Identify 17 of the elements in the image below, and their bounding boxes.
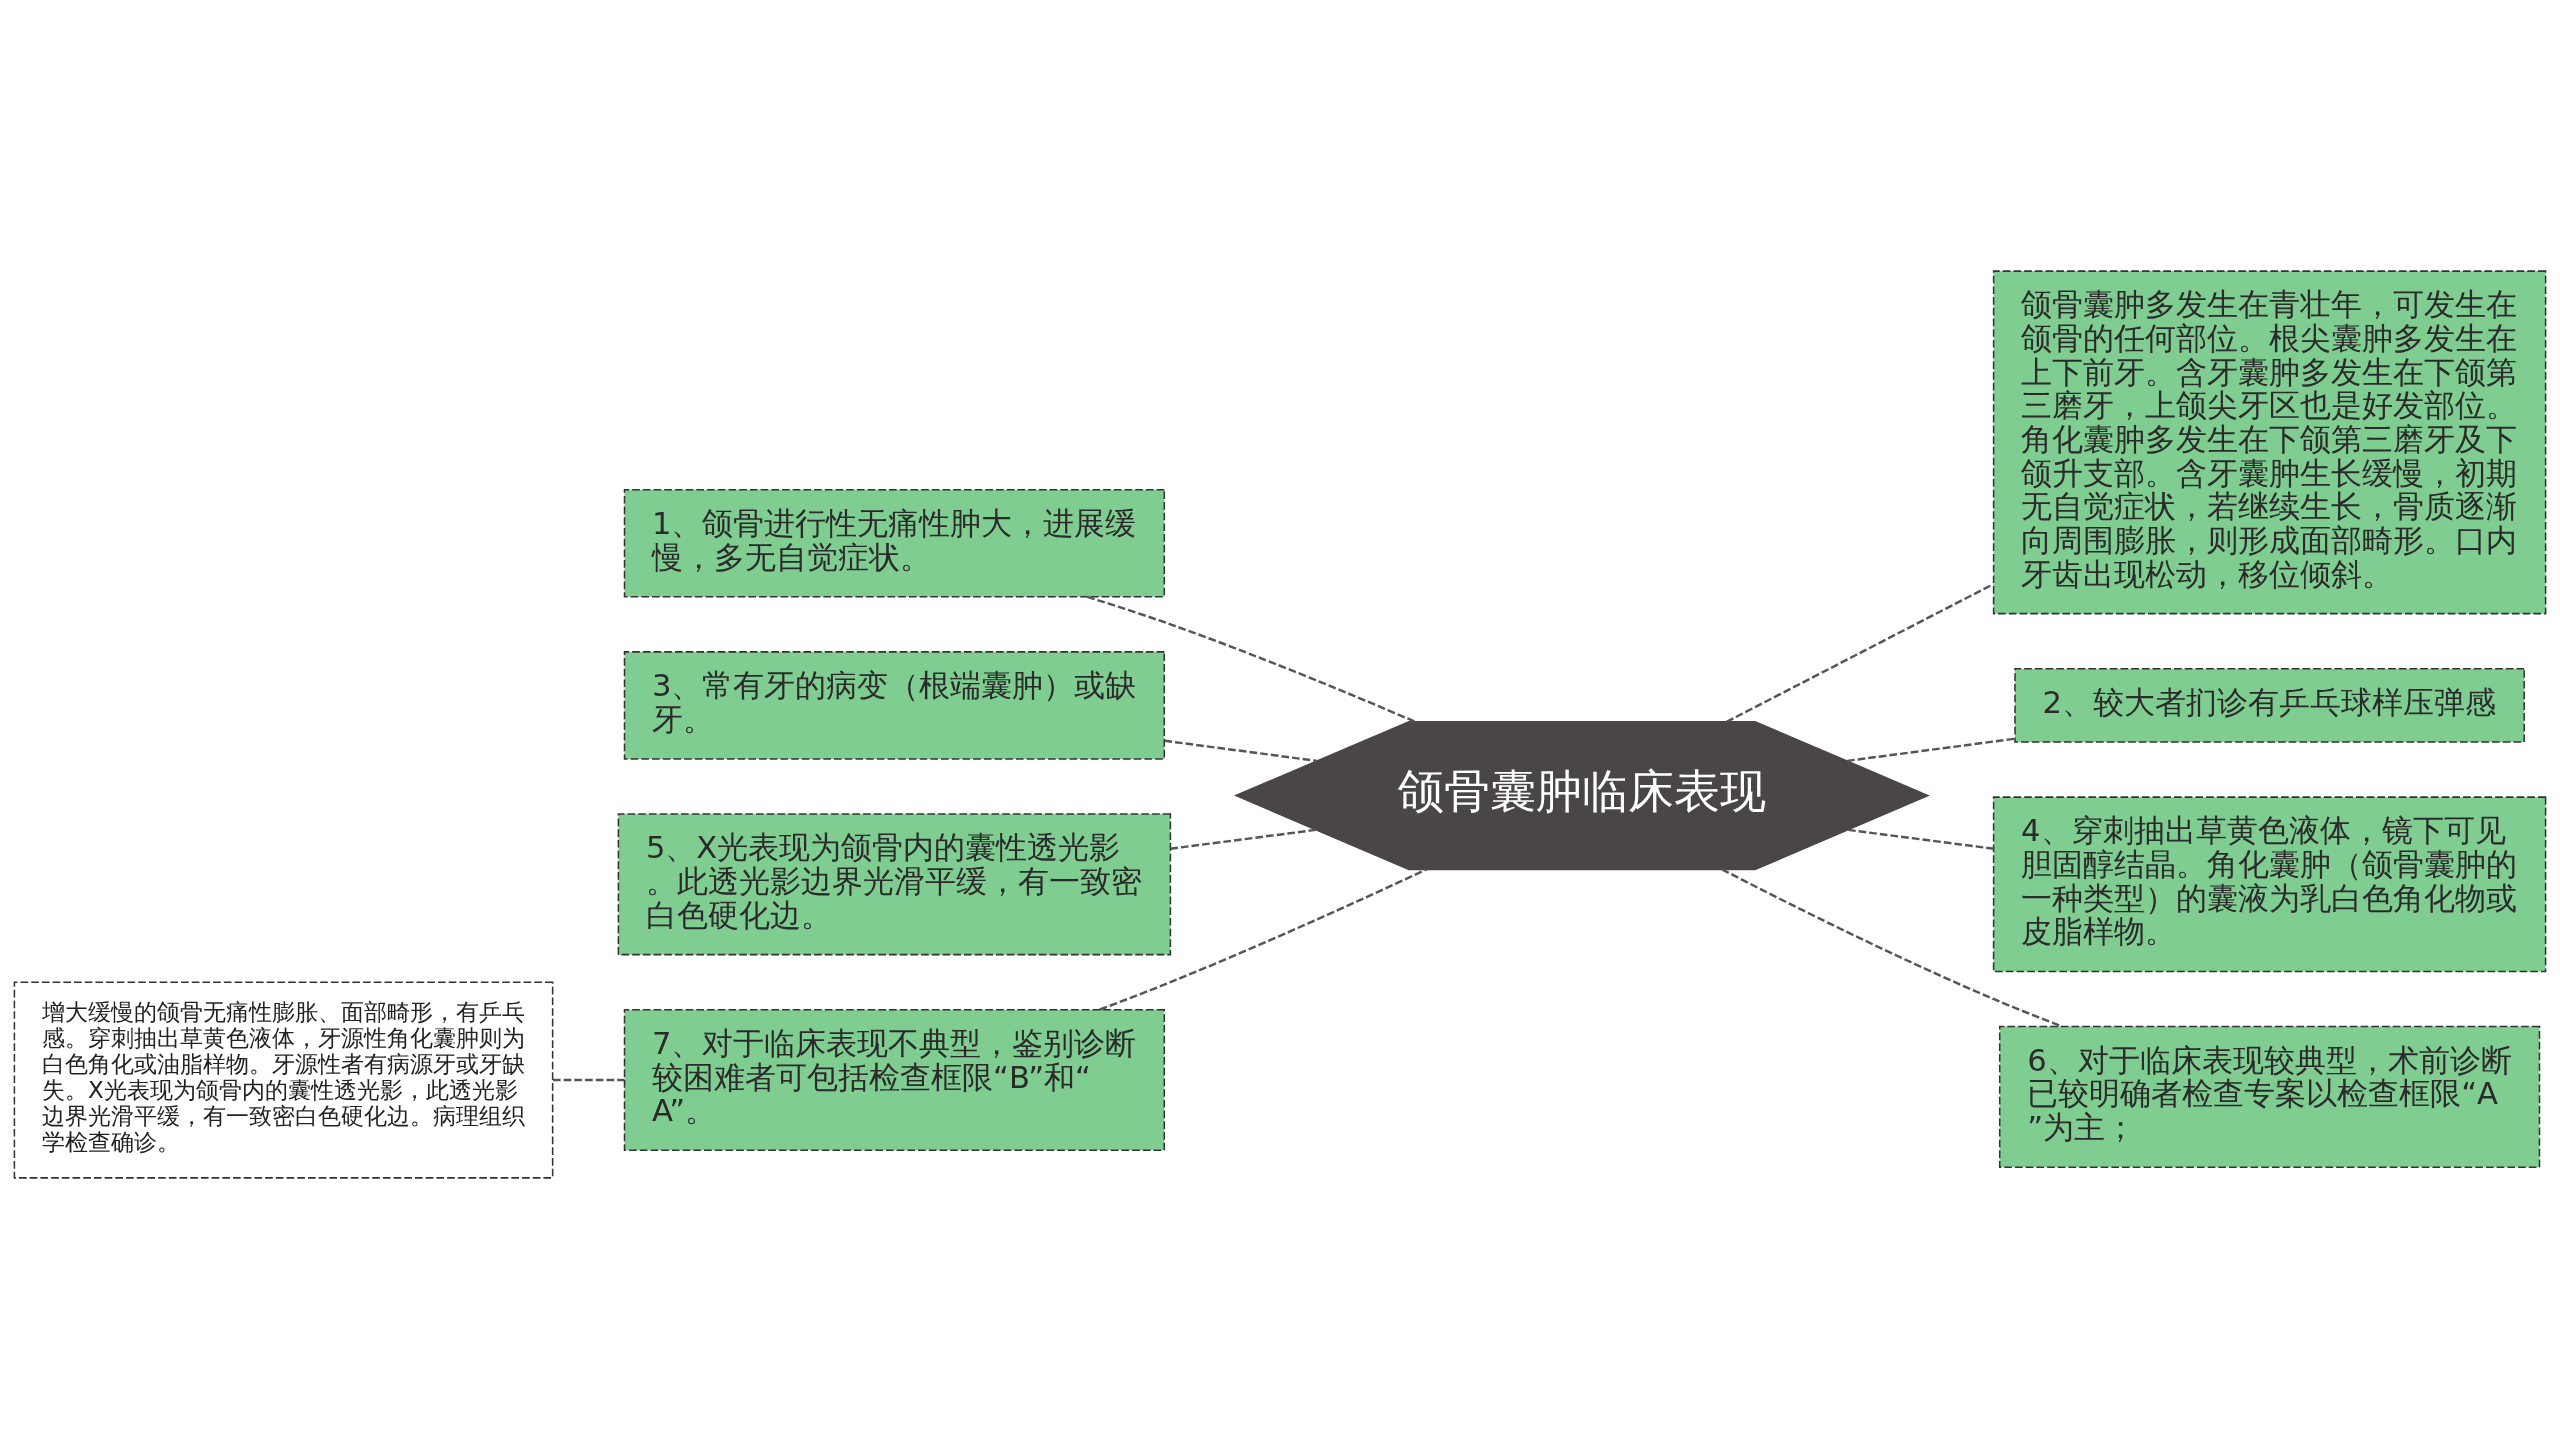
connector [1170, 828, 1317, 850]
connector [1164, 739, 1317, 763]
node-box: 增大缓慢的颌骨无痛性膨胀、面部畸形，有乒乓感。穿刺抽出草黄色液体，牙源性角化囊肿则为白色角化或油脂样物。牙源性者有病源牙或牙缺失。X光表现为颌骨内的囊性透光影，此透光影边界光滑平缓，有一致密白色硬化边。病理组织学检查确诊。 [13, 981, 554, 1179]
connector [1726, 583, 1994, 723]
node-box: 颌骨囊肿多发生在青壮年，可发生在颌骨的任何部位。根尖囊肿多发生在上下前牙。含牙囊肿多发生在下颌第三磨牙，上颌尖牙区也是好发部位。角化囊肿多发生在下颌第三磨牙及下颌升支部。含牙囊肿生长缓慢，初期无自觉症状，若继续生长，骨质逐渐向周围膨胀，则形成面部畸形。口内牙齿出现松动，移位倾斜。 [1992, 270, 2547, 615]
connector [1086, 595, 1416, 723]
connector [553, 1078, 625, 1082]
node-box: 3、常有牙的病变（根端囊肿）或缺牙。 [623, 651, 1166, 760]
node-box: 1、颌骨进行性无痛性肿大，进展缓慢，多无自觉症状。 [623, 489, 1166, 598]
node-box: 7、对于临床表现不典型，鉴别诊断较困难者可包括检查框限“B”和“A”。 [623, 1008, 1166, 1152]
connector [1099, 868, 1428, 1011]
node-box: 5、X光表现为颌骨内的囊性透光影。此透光影边界光滑平缓，有一致密白色硬化边。 [617, 813, 1172, 956]
connector [1848, 828, 1994, 850]
node-box: 6、对于临床表现较典型，术前诊断已较明确者检查专案以检查框限“A”为主； [1998, 1025, 2541, 1168]
connector [1847, 737, 2015, 763]
node-box: 2、较大者扪诊有乒乓球样压弹感 [2014, 667, 2525, 743]
node-box: 4、穿刺抽出草黄色液体，镜下可见胆固醇结晶。角化囊肿（颌骨囊肿的一种类型）的囊液为乳白色角化物或皮脂样物。 [1992, 796, 2547, 973]
